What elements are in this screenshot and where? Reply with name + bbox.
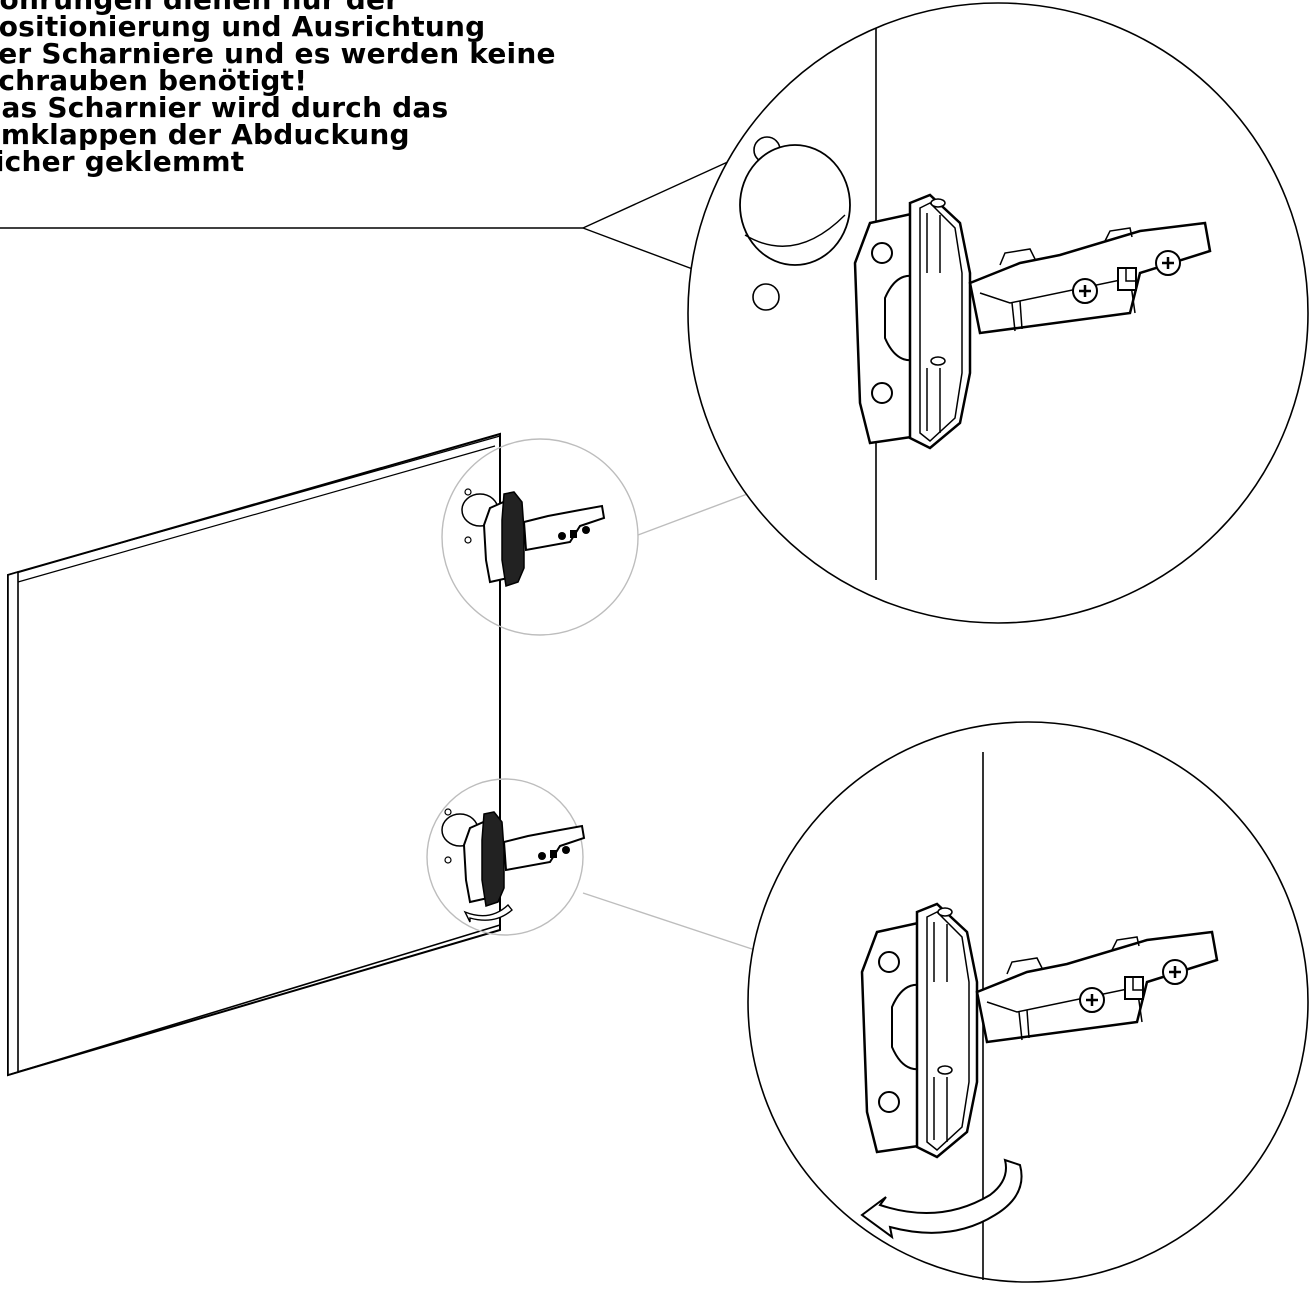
detail-circle-bottom-small — [426, 778, 585, 936]
note-line: Umklappen der Abduckung — [0, 118, 410, 151]
note-line: sicher geklemmt — [0, 145, 245, 178]
rotation-arrow-small-icon — [463, 903, 513, 923]
door-panel — [7, 432, 501, 1077]
note-line: Das Scharnier wird durch das — [0, 91, 449, 124]
callout-leader-bottom — [582, 892, 756, 951]
note-line: Bohrungen dienen nur der — [0, 0, 598, 14]
detail-callout-top — [687, 2, 1309, 624]
cup-bore — [739, 144, 851, 266]
callout-leader-top — [637, 489, 759, 536]
note-line: Positionierung und Ausrichtung — [0, 10, 486, 43]
note-line: der Scharniere und es werden keine — [0, 37, 556, 70]
note-line: Schrauben benötigt! — [0, 64, 308, 97]
positioning-hole-lower — [752, 283, 780, 311]
detail-circle-top-small — [441, 438, 639, 636]
detail-callout-bottom — [747, 721, 1309, 1283]
instruction-note: Bohrungen dienen nur der Positionierung … — [0, 0, 598, 178]
leader-line-upper-hole — [582, 148, 756, 229]
